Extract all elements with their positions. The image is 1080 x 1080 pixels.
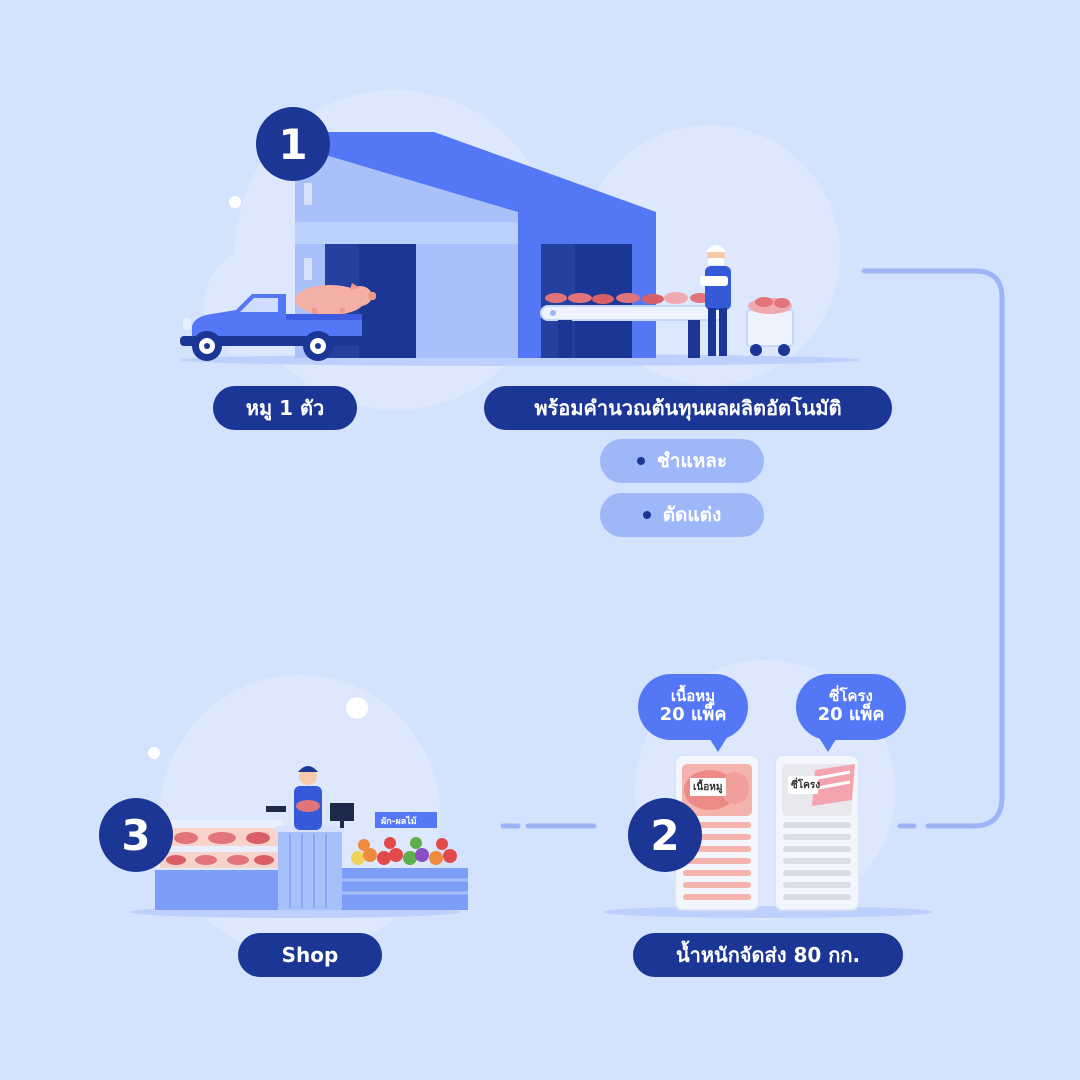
bubble-line1: เนื้อหมู — [670, 687, 716, 706]
meat-pack-icon — [674, 754, 860, 911]
worker-icon — [700, 245, 731, 356]
rib-pack-bubble: ซี่โครง 20 แพ็ค — [796, 674, 906, 752]
bubble-tail — [818, 736, 838, 752]
pickup-truck-icon — [180, 294, 366, 361]
step-1-label: หมู 1 ตัว — [213, 386, 357, 430]
conveyor-belt-icon — [540, 292, 726, 358]
step-2-label: น้ำหนักจัดส่ง 80 กก. — [633, 933, 903, 977]
bubble-line2: 20 แพ็ค — [659, 704, 727, 726]
process-item-label: ตัดแต่ง — [662, 504, 722, 526]
shopkeeper-icon — [294, 766, 322, 830]
bullet-dot — [642, 511, 651, 519]
connector-1-to-2 — [861, 268, 1005, 829]
pig-icon — [295, 283, 376, 318]
pork-pack-label: เนื้อหมู — [693, 782, 723, 793]
produce-sign: ผัก-ผลไม้ — [381, 817, 417, 827]
bg-dot — [229, 196, 241, 208]
bubble-tail — [708, 736, 728, 752]
bubble-line2: 20 แพ็ค — [817, 704, 885, 726]
bg-dot — [346, 697, 368, 719]
rib-pack-label: ซี่โครง — [791, 780, 821, 791]
bg-dot — [148, 747, 160, 759]
pork-pack-bubble: เนื้อหมู 20 แพ็ค — [638, 674, 748, 752]
step-1-badge: 1 — [256, 107, 330, 181]
ground-shadow — [603, 906, 933, 918]
process-item-butcher: ชำแหละ — [600, 439, 764, 483]
process-title: พร้อมคำนวณต้นทุนผลผลิตอัตโนมัติ — [484, 386, 892, 430]
bullet-dot — [636, 457, 645, 465]
process-item-trim: ตัดแต่ง — [600, 493, 764, 537]
process-item-label: ชำแหละ — [656, 450, 728, 472]
step-3-label: Shop — [238, 933, 382, 977]
shop-counter-icon — [155, 803, 468, 910]
meat-cart-icon — [746, 297, 794, 356]
bubble-line1: ซี่โครง — [829, 687, 873, 706]
step-2-badge: 2 — [628, 798, 702, 872]
step-3-badge: 3 — [99, 798, 173, 872]
